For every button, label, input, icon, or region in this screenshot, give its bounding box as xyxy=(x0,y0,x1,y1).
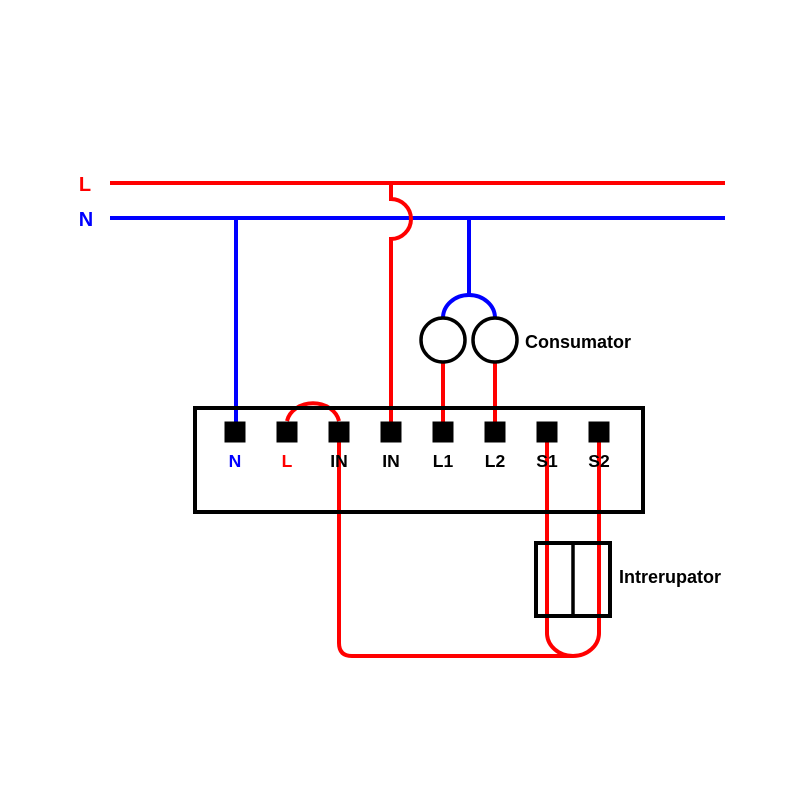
consumer-label: Consumator xyxy=(525,332,631,352)
terminal-l1 xyxy=(432,421,454,443)
terminal-label-in1: IN xyxy=(330,451,348,471)
terminal-s1 xyxy=(536,421,558,443)
terminal-label-s2: S2 xyxy=(588,451,610,471)
terminal-n xyxy=(224,421,246,443)
terminal-label-l1: L1 xyxy=(433,451,454,471)
terminal-s2 xyxy=(588,421,610,443)
device-box xyxy=(193,406,645,514)
lamp-1 xyxy=(419,316,467,364)
terminal-l2 xyxy=(484,421,506,443)
in-wire-to-switch xyxy=(337,432,573,658)
switch-label: Intrerupator xyxy=(619,567,721,587)
neutral-bus-label: N xyxy=(79,209,93,231)
s1-s2-switch-loop-wire xyxy=(545,432,601,658)
terminal-label-l2: L2 xyxy=(485,451,506,471)
lamp-2 xyxy=(471,316,519,364)
terminal-label-n: N xyxy=(229,451,242,471)
terminal-l xyxy=(276,421,298,443)
terminal-in1 xyxy=(328,421,350,443)
terminal-in2 xyxy=(380,421,402,443)
live-wire-to-in-terminal xyxy=(389,183,413,432)
jumper-wire-l-to-in xyxy=(285,401,341,422)
lamp-feed-arc-wire xyxy=(441,293,497,319)
terminal-label-s1: S1 xyxy=(536,451,558,471)
live-bus-label: L xyxy=(79,174,91,196)
terminal-label-in2: IN xyxy=(382,451,400,471)
terminal-label-l: L xyxy=(282,451,293,471)
